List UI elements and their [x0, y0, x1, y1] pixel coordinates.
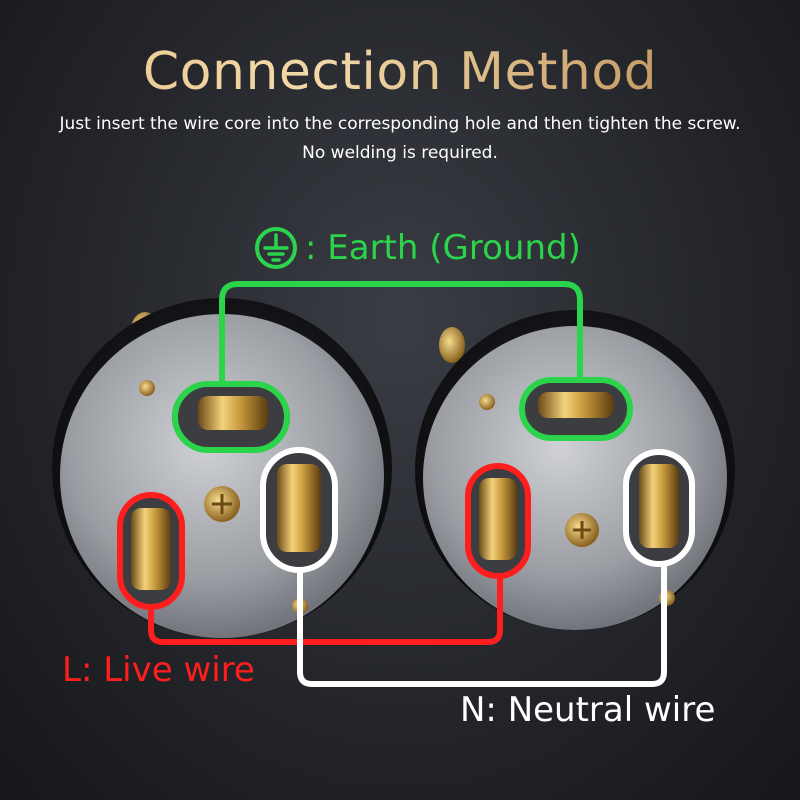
left-plug — [52, 298, 392, 638]
instruction-line-2: No welding is required. — [302, 143, 498, 163]
neutral-label: N: Neutral wire — [460, 690, 716, 730]
left-earth-terminal — [198, 396, 268, 430]
page-title: Connection Method — [0, 42, 800, 102]
right-earth-terminal — [538, 392, 614, 418]
live-wire-path — [117, 463, 531, 645]
right-neutral-terminal — [639, 464, 679, 548]
instruction-line-1: Just insert the wire core into the corre… — [59, 114, 741, 134]
right-plug — [415, 310, 735, 630]
left-small-screw-1 — [139, 380, 155, 396]
earth-wire-path — [172, 281, 633, 453]
right-live-terminal — [479, 478, 517, 560]
right-screw-slot — [573, 521, 591, 539]
right-plug-top-pin — [439, 327, 465, 363]
left-neutral-terminal — [277, 464, 321, 552]
neutral-wire-path — [260, 447, 695, 687]
live-label: L: Live wire — [62, 650, 255, 690]
ground-icon — [255, 227, 297, 269]
left-live-terminal — [131, 508, 171, 590]
earth-label: : Earth (Ground) — [305, 228, 581, 268]
right-small-screw-1 — [479, 394, 495, 410]
left-screw-slot — [212, 494, 232, 514]
